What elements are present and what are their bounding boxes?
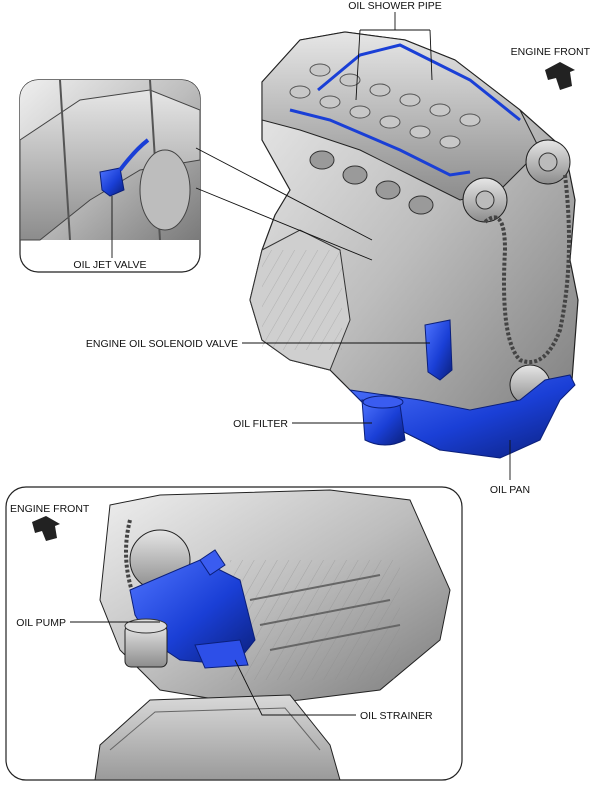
oil-filter-lower [124, 618, 168, 668]
label-oil-filter: OIL FILTER [233, 418, 288, 430]
label-oil-shower-pipe: OIL SHOWER PIPE [348, 0, 442, 12]
camshaft-lobes [289, 63, 481, 149]
oil-strainer [194, 639, 249, 669]
label-engine-front-bottom: ENGINE FRONT [10, 503, 90, 515]
oil-pan-lower [94, 694, 341, 780]
intake-ports [309, 150, 434, 215]
label-oil-pan: OIL PAN [490, 484, 530, 496]
oil-pan [348, 374, 576, 459]
cam-sprockets [462, 139, 571, 223]
label-oil-pump: OIL PUMP [16, 617, 66, 629]
block-arrow-right-icon [32, 516, 60, 541]
cylinder-head [261, 31, 541, 201]
oil-jet-valve-inset [19, 79, 201, 273]
engine-assembly-top [249, 31, 579, 459]
label-engine-front-top: ENGINE FRONT [511, 46, 591, 58]
oil-jet-valve [118, 138, 150, 172]
leader-lines [70, 12, 511, 716]
oil-pump-inset [5, 486, 463, 781]
oil-shower-pipe-front [289, 108, 471, 177]
engine-oil-solenoid-valve [424, 319, 453, 381]
label-oil-jet-valve: OIL JET VALVE [73, 259, 146, 271]
labels: OIL SHOWER PIPE ENGINE FRONT OIL JET VAL… [10, 0, 591, 722]
block-arrow-right-icon [545, 62, 575, 90]
oil-shower-pipe-rear [317, 43, 521, 122]
label-oil-strainer: OIL STRAINER [360, 710, 433, 722]
engine-front-arrow-top [545, 62, 575, 90]
oil-filter [361, 399, 406, 446]
label-engine-oil-solenoid-valve: ENGINE OIL SOLENOID VALVE [86, 338, 238, 350]
timing-chain [483, 174, 571, 364]
